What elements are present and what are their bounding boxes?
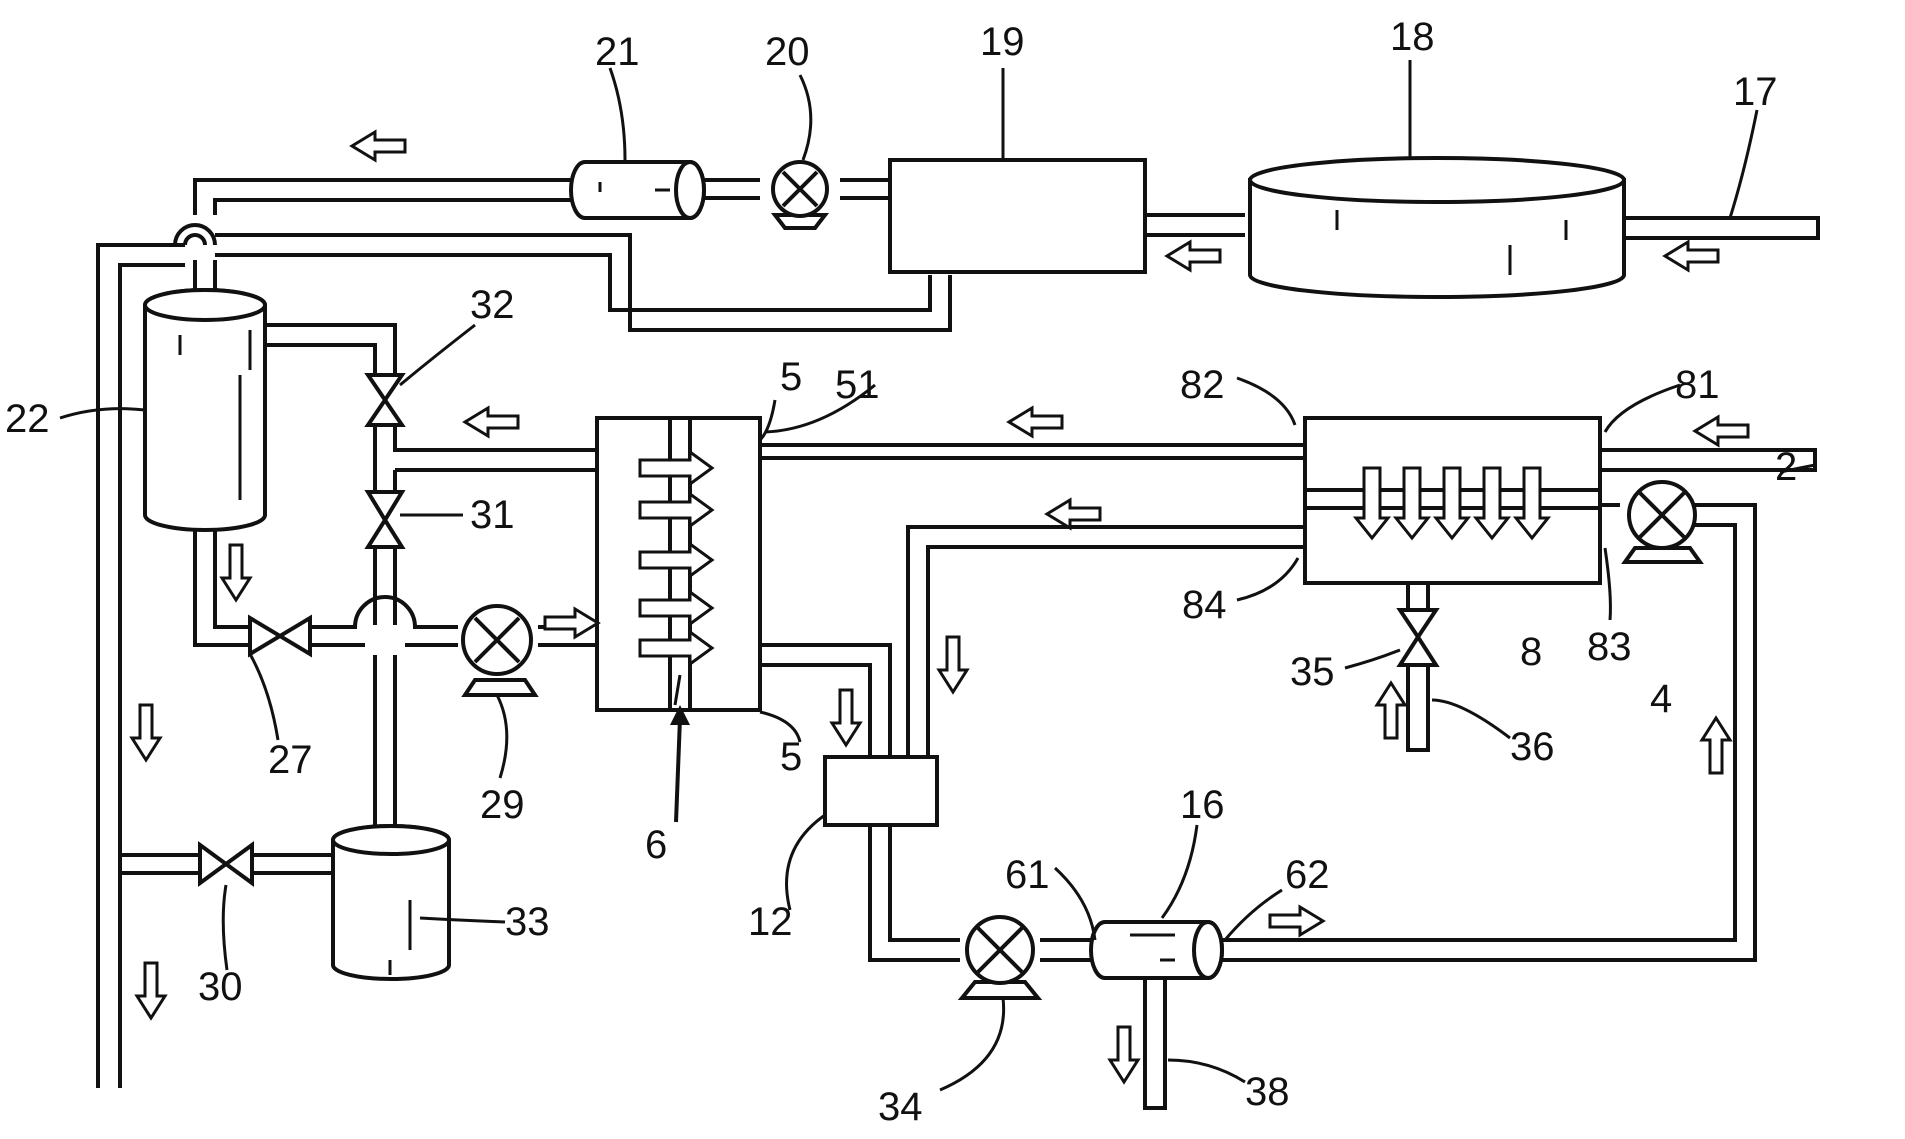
flow-arrow-icon [1352,466,1552,541]
flow-arrow-icon [1107,1025,1141,1085]
filter-21 [569,160,706,220]
leader-lines [59,60,1816,1092]
pipe-2-inlet [1600,448,1817,472]
pipe-to-33 [373,655,397,830]
membrane-unit-6 [595,416,762,712]
label-6: 6 [645,823,667,867]
pump-34 [957,915,1043,1000]
label-17: 17 [1733,70,1778,114]
tank-18 [1248,156,1626,299]
label-21: 21 [595,30,640,74]
label-22: 22 [5,397,50,441]
flow-arrow-icon [349,129,407,163]
label-20: 20 [765,30,810,74]
flow-arrow-icon [129,703,163,763]
pipe-6-to-12 [760,643,892,757]
valve-35 [1396,608,1440,667]
tank-22 [143,260,267,532]
unit-12 [823,755,939,827]
valve-31 [364,490,406,549]
pipe-38-drain [1143,980,1167,1110]
label-83: 83 [1587,625,1632,669]
flow-arrow-icon [829,688,863,748]
label-2: 2 [1775,445,1797,489]
number-labels: 21 20 19 18 17 22 32 31 5 51 82 81 2 84 … [5,15,1797,1129]
pump-4 [1621,480,1704,564]
label-12: 12 [748,900,793,944]
label-8: 8 [1520,630,1542,674]
label-34: 34 [878,1085,923,1129]
label-30: 30 [198,965,243,1009]
flow-arrow-icon [1374,680,1408,740]
valve-27 [248,614,312,658]
label-51: 51 [835,363,880,407]
pipe-32-31 [373,425,597,492]
flow-arrow-icon [1006,405,1064,439]
label-82: 82 [1180,363,1225,407]
pipe-84-to-12 [906,525,1305,757]
flow-arrow-icon [638,449,715,667]
pipe-21-20 [700,178,760,200]
pipe-drain-to-30 [120,853,335,875]
label-36: 36 [1510,725,1555,769]
pipe-22-to-27 [193,525,250,647]
flow-arrows [129,129,1750,1085]
line-to-19 [215,233,952,332]
label-32: 32 [470,283,515,327]
flow-arrow-icon [1692,414,1750,448]
filter-16 [1089,920,1224,980]
label-27: 27 [268,738,313,782]
drain-pipe-left [96,243,185,1088]
flow-arrow-icon [543,606,601,640]
valve-30 [198,841,254,887]
pipe-20-19 [840,178,890,200]
pipe-22-to-32 [265,323,397,375]
label-29: 29 [480,783,525,827]
flow-arrow-icon [219,543,253,603]
label-4: 4 [1650,677,1672,721]
crossover-bump-top [173,223,217,246]
valve-32 [364,373,406,427]
label-62: 62 [1285,853,1330,897]
label-38: 38 [1245,1070,1290,1114]
label-81: 81 [1675,363,1720,407]
unit-19 [888,158,1147,274]
pipe-12-to-34 [868,825,960,962]
pointer-arrow-6 [674,717,682,823]
pump-20 [770,160,830,230]
flow-arrow-icon [134,961,168,1021]
pipe-16-loop [1222,503,1757,962]
label-35: 35 [1290,650,1335,694]
pipe-17-inlet [1625,216,1820,240]
tank-33 [331,824,451,981]
label-19: 19 [980,20,1025,64]
flow-arrow-icon [1662,239,1720,273]
pipe-27-to-29 [310,595,458,647]
flow-arrow-icon [936,635,970,695]
return-pipe-top [193,178,580,215]
pipe-19-18 [1145,213,1245,237]
pipe-6-to-82 [760,443,1305,460]
pipe-31-down [373,547,397,625]
flow-arrow-icon [1699,715,1733,775]
label-5-top: 5 [780,355,802,399]
flow-arrow-icon [1268,904,1326,938]
label-5-bottom: 5 [780,735,802,779]
label-31: 31 [470,493,515,537]
label-33: 33 [505,900,550,944]
flow-arrow-icon [1044,497,1102,531]
flow-arrow-icon [462,405,520,439]
label-16: 16 [1180,783,1225,827]
label-84: 84 [1182,583,1227,627]
membrane-unit-8 [1303,416,1602,585]
flow-arrow-icon [1164,239,1222,273]
pointer-arrowhead-6 [670,705,690,725]
label-18: 18 [1390,15,1435,59]
label-61: 61 [1005,853,1050,897]
pipe-34-to-16 [1040,938,1098,962]
pump-29 [461,604,539,697]
